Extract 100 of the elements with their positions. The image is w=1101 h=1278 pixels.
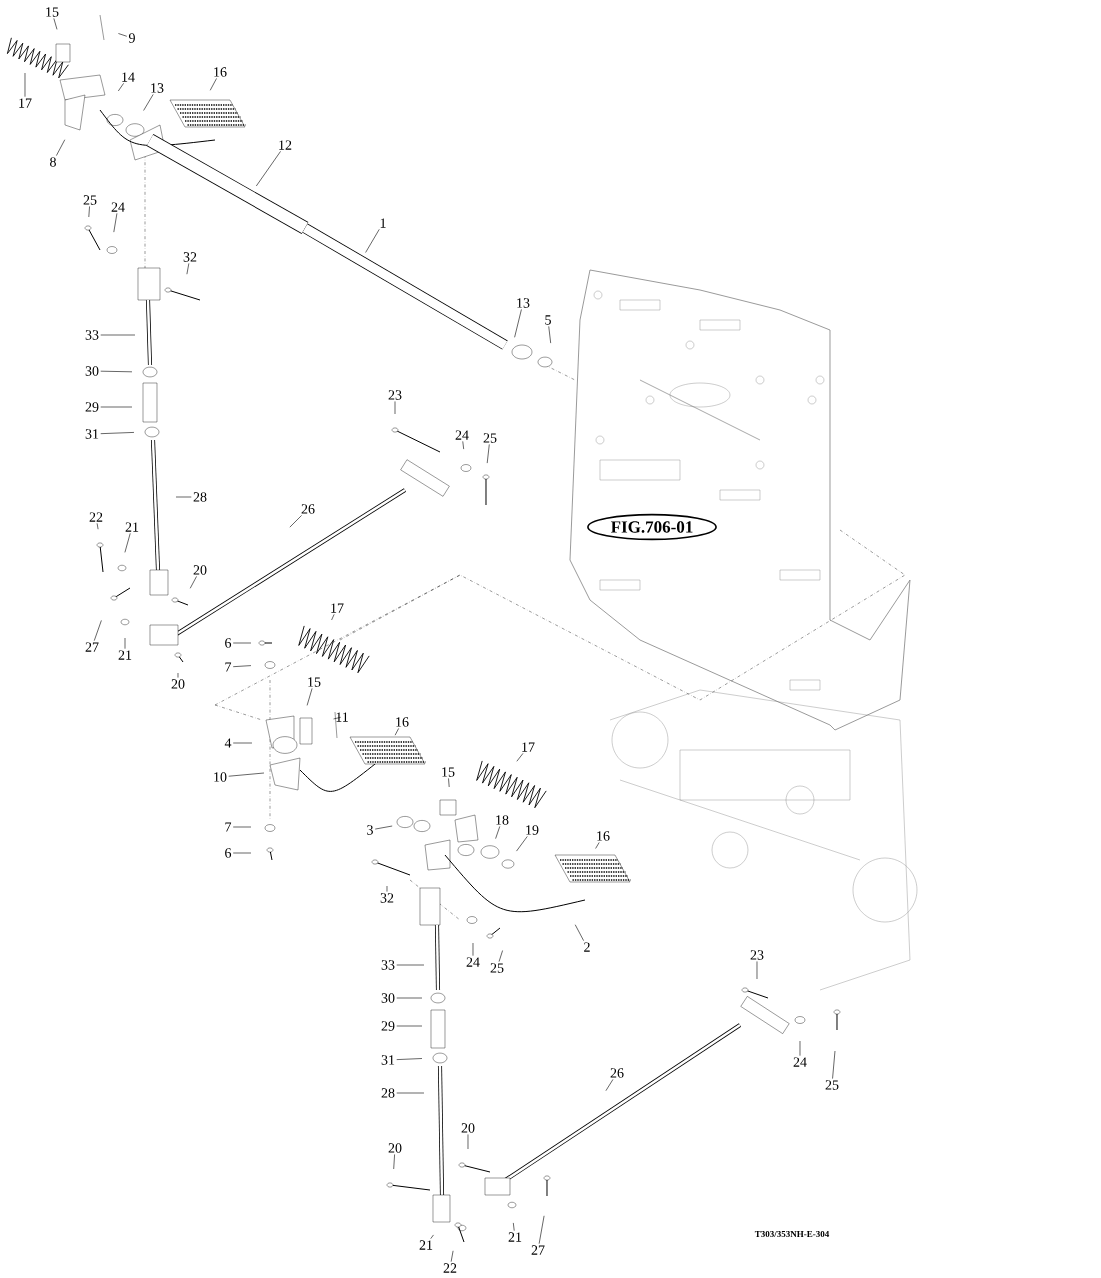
callout-number: 17	[331, 603, 344, 613]
leader-line	[756, 961, 758, 980]
leader-line	[462, 441, 464, 450]
leader-line	[832, 1050, 836, 1079]
callout-number: 28	[381, 1088, 395, 1098]
drawing-code: T303/353NH-E-304	[754, 1230, 830, 1238]
callout-number: 25	[483, 433, 497, 443]
callout-number: 16	[214, 67, 227, 77]
leader-line	[467, 1134, 469, 1150]
leader-line	[396, 1058, 423, 1060]
leader-line	[53, 18, 58, 30]
callout-number: 9	[128, 33, 135, 43]
leader-line	[514, 309, 522, 338]
leader-line	[538, 1215, 545, 1244]
leader-line	[365, 229, 380, 253]
leader-line	[396, 997, 423, 999]
leader-line	[100, 406, 133, 408]
callout-number: 32	[380, 893, 394, 903]
callout-number: 15	[46, 7, 59, 17]
leader-line	[93, 620, 102, 641]
leader-line	[100, 370, 133, 373]
callout-number: 10	[214, 772, 227, 782]
leader-line	[256, 151, 281, 187]
callout-number: 15	[308, 677, 321, 687]
callout-number: 31	[381, 1055, 395, 1065]
callout-number: 25	[490, 963, 504, 973]
callout-number: 20	[171, 679, 185, 689]
callout-number: 24	[466, 957, 480, 967]
leader-line	[306, 688, 313, 706]
callout-number: 4	[224, 738, 232, 748]
callout-number: 6	[225, 638, 232, 648]
callout-number: 26	[610, 1068, 624, 1078]
leader-line	[232, 642, 252, 644]
leader-line	[24, 72, 26, 97]
callout-number: 21	[118, 650, 132, 660]
callout-number: 15	[442, 767, 455, 777]
leader-line	[513, 1222, 515, 1231]
leader-line	[472, 942, 474, 956]
leader-line	[396, 964, 425, 966]
leader-line	[124, 533, 131, 553]
leader-line	[430, 1234, 434, 1239]
callout-number: 13	[517, 298, 530, 308]
leader-line	[175, 496, 192, 498]
callout-number: 2	[584, 942, 590, 952]
leader-line	[486, 444, 490, 464]
callout-number: 3	[367, 825, 373, 835]
leader-line	[374, 825, 393, 830]
leader-line	[289, 515, 302, 528]
leader-line	[548, 326, 551, 344]
callout-number: 20	[193, 565, 207, 575]
callout-number: 30	[85, 366, 99, 376]
callout-number: 33	[381, 960, 395, 970]
callout-number: 19	[526, 825, 539, 835]
callout-number: 23	[750, 950, 764, 960]
leader-line	[516, 836, 528, 852]
leader-line	[448, 778, 450, 788]
callout-number: 27	[531, 1245, 545, 1255]
leader-line	[396, 1025, 423, 1027]
callout-number: 33	[85, 330, 99, 340]
leader-line	[394, 728, 399, 736]
callout-number: 30	[381, 993, 395, 1003]
callout-number: 11	[336, 712, 348, 722]
leader-line	[232, 852, 252, 854]
callout-number: 1	[380, 218, 386, 228]
leader-line	[189, 576, 197, 589]
callout-number: 18	[496, 815, 509, 825]
callout-number: 21	[508, 1232, 522, 1242]
leader-line	[113, 213, 118, 233]
leader-line	[232, 826, 252, 828]
leader-line	[124, 637, 126, 649]
leader-line	[100, 432, 135, 434]
callout-number: 16	[597, 831, 610, 841]
leader-line	[143, 94, 154, 111]
leader-line	[574, 924, 584, 941]
leader-line	[498, 950, 503, 962]
leader-line	[209, 78, 217, 91]
callout-number: 22	[443, 1263, 457, 1273]
callout-number: 31	[85, 429, 99, 439]
leader-line	[495, 826, 501, 839]
callout-number: 7	[225, 662, 232, 672]
leader-line	[333, 717, 341, 720]
callout-number: 25	[83, 195, 97, 205]
callout-number: 14	[122, 72, 135, 82]
callout-number: 21	[419, 1240, 433, 1250]
callout-number: 20	[461, 1123, 475, 1133]
leader-line	[799, 1040, 801, 1056]
callout-number: 6	[225, 848, 232, 858]
callout-number: 7	[225, 822, 232, 832]
callout-number: 17	[522, 742, 535, 752]
leader-line	[186, 263, 190, 275]
callout-number: 16	[396, 717, 409, 727]
callout-number: 29	[381, 1021, 395, 1031]
leader-line	[396, 1092, 425, 1094]
callout-number: 24	[793, 1057, 807, 1067]
callout-number: 8	[50, 157, 56, 167]
leader-line	[394, 401, 396, 415]
callout-number: 13	[151, 83, 164, 93]
callout-number: 20	[388, 1143, 402, 1153]
leader-line	[595, 842, 600, 849]
callout-number: 28	[193, 492, 207, 502]
